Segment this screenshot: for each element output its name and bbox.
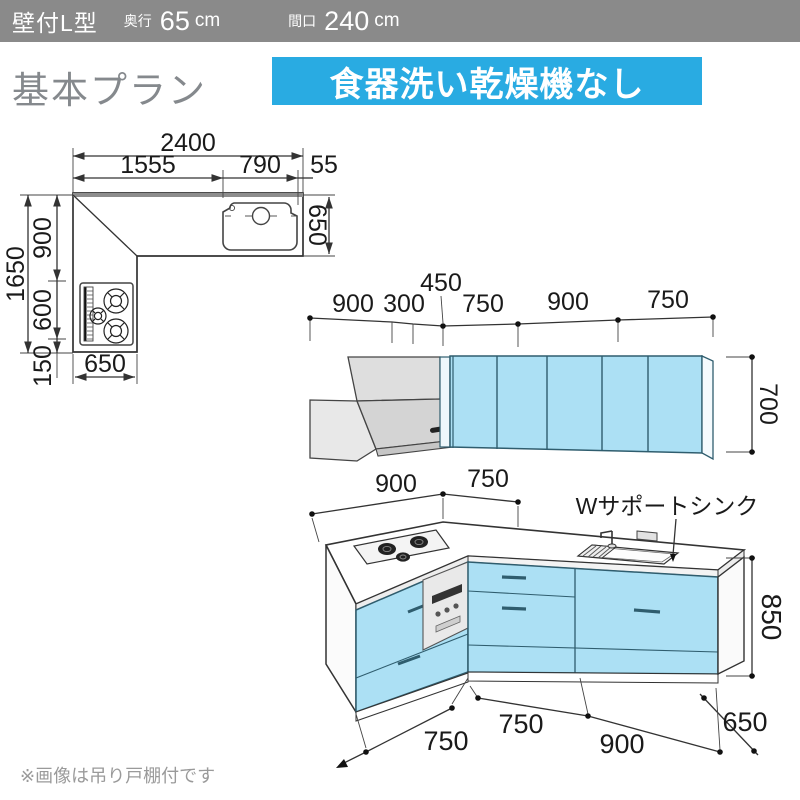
persp-depth-dimension: 650 (699, 693, 768, 756)
sink-top-icon (222, 202, 298, 251)
wall-strip (73, 193, 303, 197)
sink-callout: Wサポートシンク (576, 493, 759, 562)
elev-dim-750b: 750 (647, 286, 689, 314)
elev-dim-450: 450 (420, 270, 462, 297)
dim-2400: 2400 (160, 130, 216, 157)
dim-790: 790 (239, 151, 281, 179)
elevation-drawing: 900 300 450 750 900 750 (307, 270, 782, 462)
persp-bottom-dimensions: 750 900 (469, 677, 723, 759)
persp-dim-900: 900 (375, 470, 417, 498)
elevation-height-dimension: 700 (726, 354, 782, 455)
sink-3d-icon (576, 530, 680, 565)
persp-dim-front-900: 900 (599, 729, 644, 759)
dim-650-bottom: 650 (84, 350, 126, 378)
width-value: 240 (324, 5, 370, 36)
sink-label: Wサポートシンク (576, 493, 759, 519)
corner-diagonal (72, 194, 138, 257)
no-dishwasher-banner: 食器洗い乾燥機なし (272, 57, 702, 105)
dim-650-right: 650 (303, 204, 331, 246)
persp-height-dimension: 850 (726, 555, 787, 679)
dim-1555: 1555 (120, 151, 176, 179)
perspective-drawing: 900 750 Wサポートシンク 850 650 (309, 465, 787, 768)
faucet-icon (600, 530, 617, 549)
depth-value: 65 (159, 5, 190, 36)
header-bar: 壁付L型 奥行 65 cm 間口 240 cm (0, 0, 800, 42)
layout-type-label: 壁付L型 (12, 10, 98, 36)
range-hood-icon (309, 356, 457, 462)
floor-plan-drawing: 2400 1555 790 55 1650 900 600 150 65 (2, 130, 338, 387)
elev-dim-300: 300 (383, 290, 425, 318)
plan-top-dimensions: 2400 1555 790 55 (72, 130, 338, 205)
elev-dim-750a: 750 (462, 290, 504, 318)
persp-dim-850: 850 (756, 594, 787, 641)
cooktop-3d-icon (352, 529, 451, 565)
width-unit: cm (374, 10, 400, 31)
right-run-cabinet (467, 555, 745, 684)
elev-dim-900b: 900 (547, 288, 589, 316)
elevation-dimensions: 900 300 450 750 900 750 (307, 270, 716, 347)
grill-unit-icon (422, 561, 469, 651)
elev-dim-900a: 900 (332, 290, 374, 318)
dim-55: 55 (310, 151, 338, 179)
persp-leftfront-dimension: 750 (336, 677, 469, 768)
footer-note: ※画像は吊り戸棚付です (20, 766, 216, 786)
plan-left-dimensions: 1650 900 600 150 (2, 194, 73, 387)
dim-1650: 1650 (2, 246, 30, 302)
plan-title: 基本プラン (12, 70, 207, 111)
width-label: 間口 (288, 13, 317, 29)
right-end-panel (717, 555, 745, 676)
dispenser-icon (636, 530, 658, 542)
persp-dim-front-750: 750 (498, 709, 543, 739)
burner-icon (89, 288, 129, 344)
persp-dim-650: 650 (722, 707, 767, 737)
dim-600-left: 600 (29, 289, 57, 331)
persp-dim-750: 750 (467, 465, 509, 493)
banner-text: 食器洗い乾燥機なし (329, 65, 645, 104)
persp-dim-left-750: 750 (423, 726, 468, 756)
plan-right-dimension: 650 (303, 194, 335, 257)
persp-top-dimensions: 900 750 (309, 465, 521, 543)
dim-150-left: 150 (29, 345, 57, 387)
depth-label: 奥行 (123, 13, 152, 29)
depth-unit: cm (194, 10, 221, 31)
plan-bottom-dimension: 650 (72, 350, 138, 384)
dim-900-left: 900 (29, 217, 57, 259)
counter-outline (72, 192, 304, 353)
elev-dim-700: 700 (754, 383, 782, 425)
drying-rack-icon (576, 544, 618, 559)
wall-cabinets-icon (439, 354, 714, 461)
cooktop-top-icon (79, 282, 134, 346)
